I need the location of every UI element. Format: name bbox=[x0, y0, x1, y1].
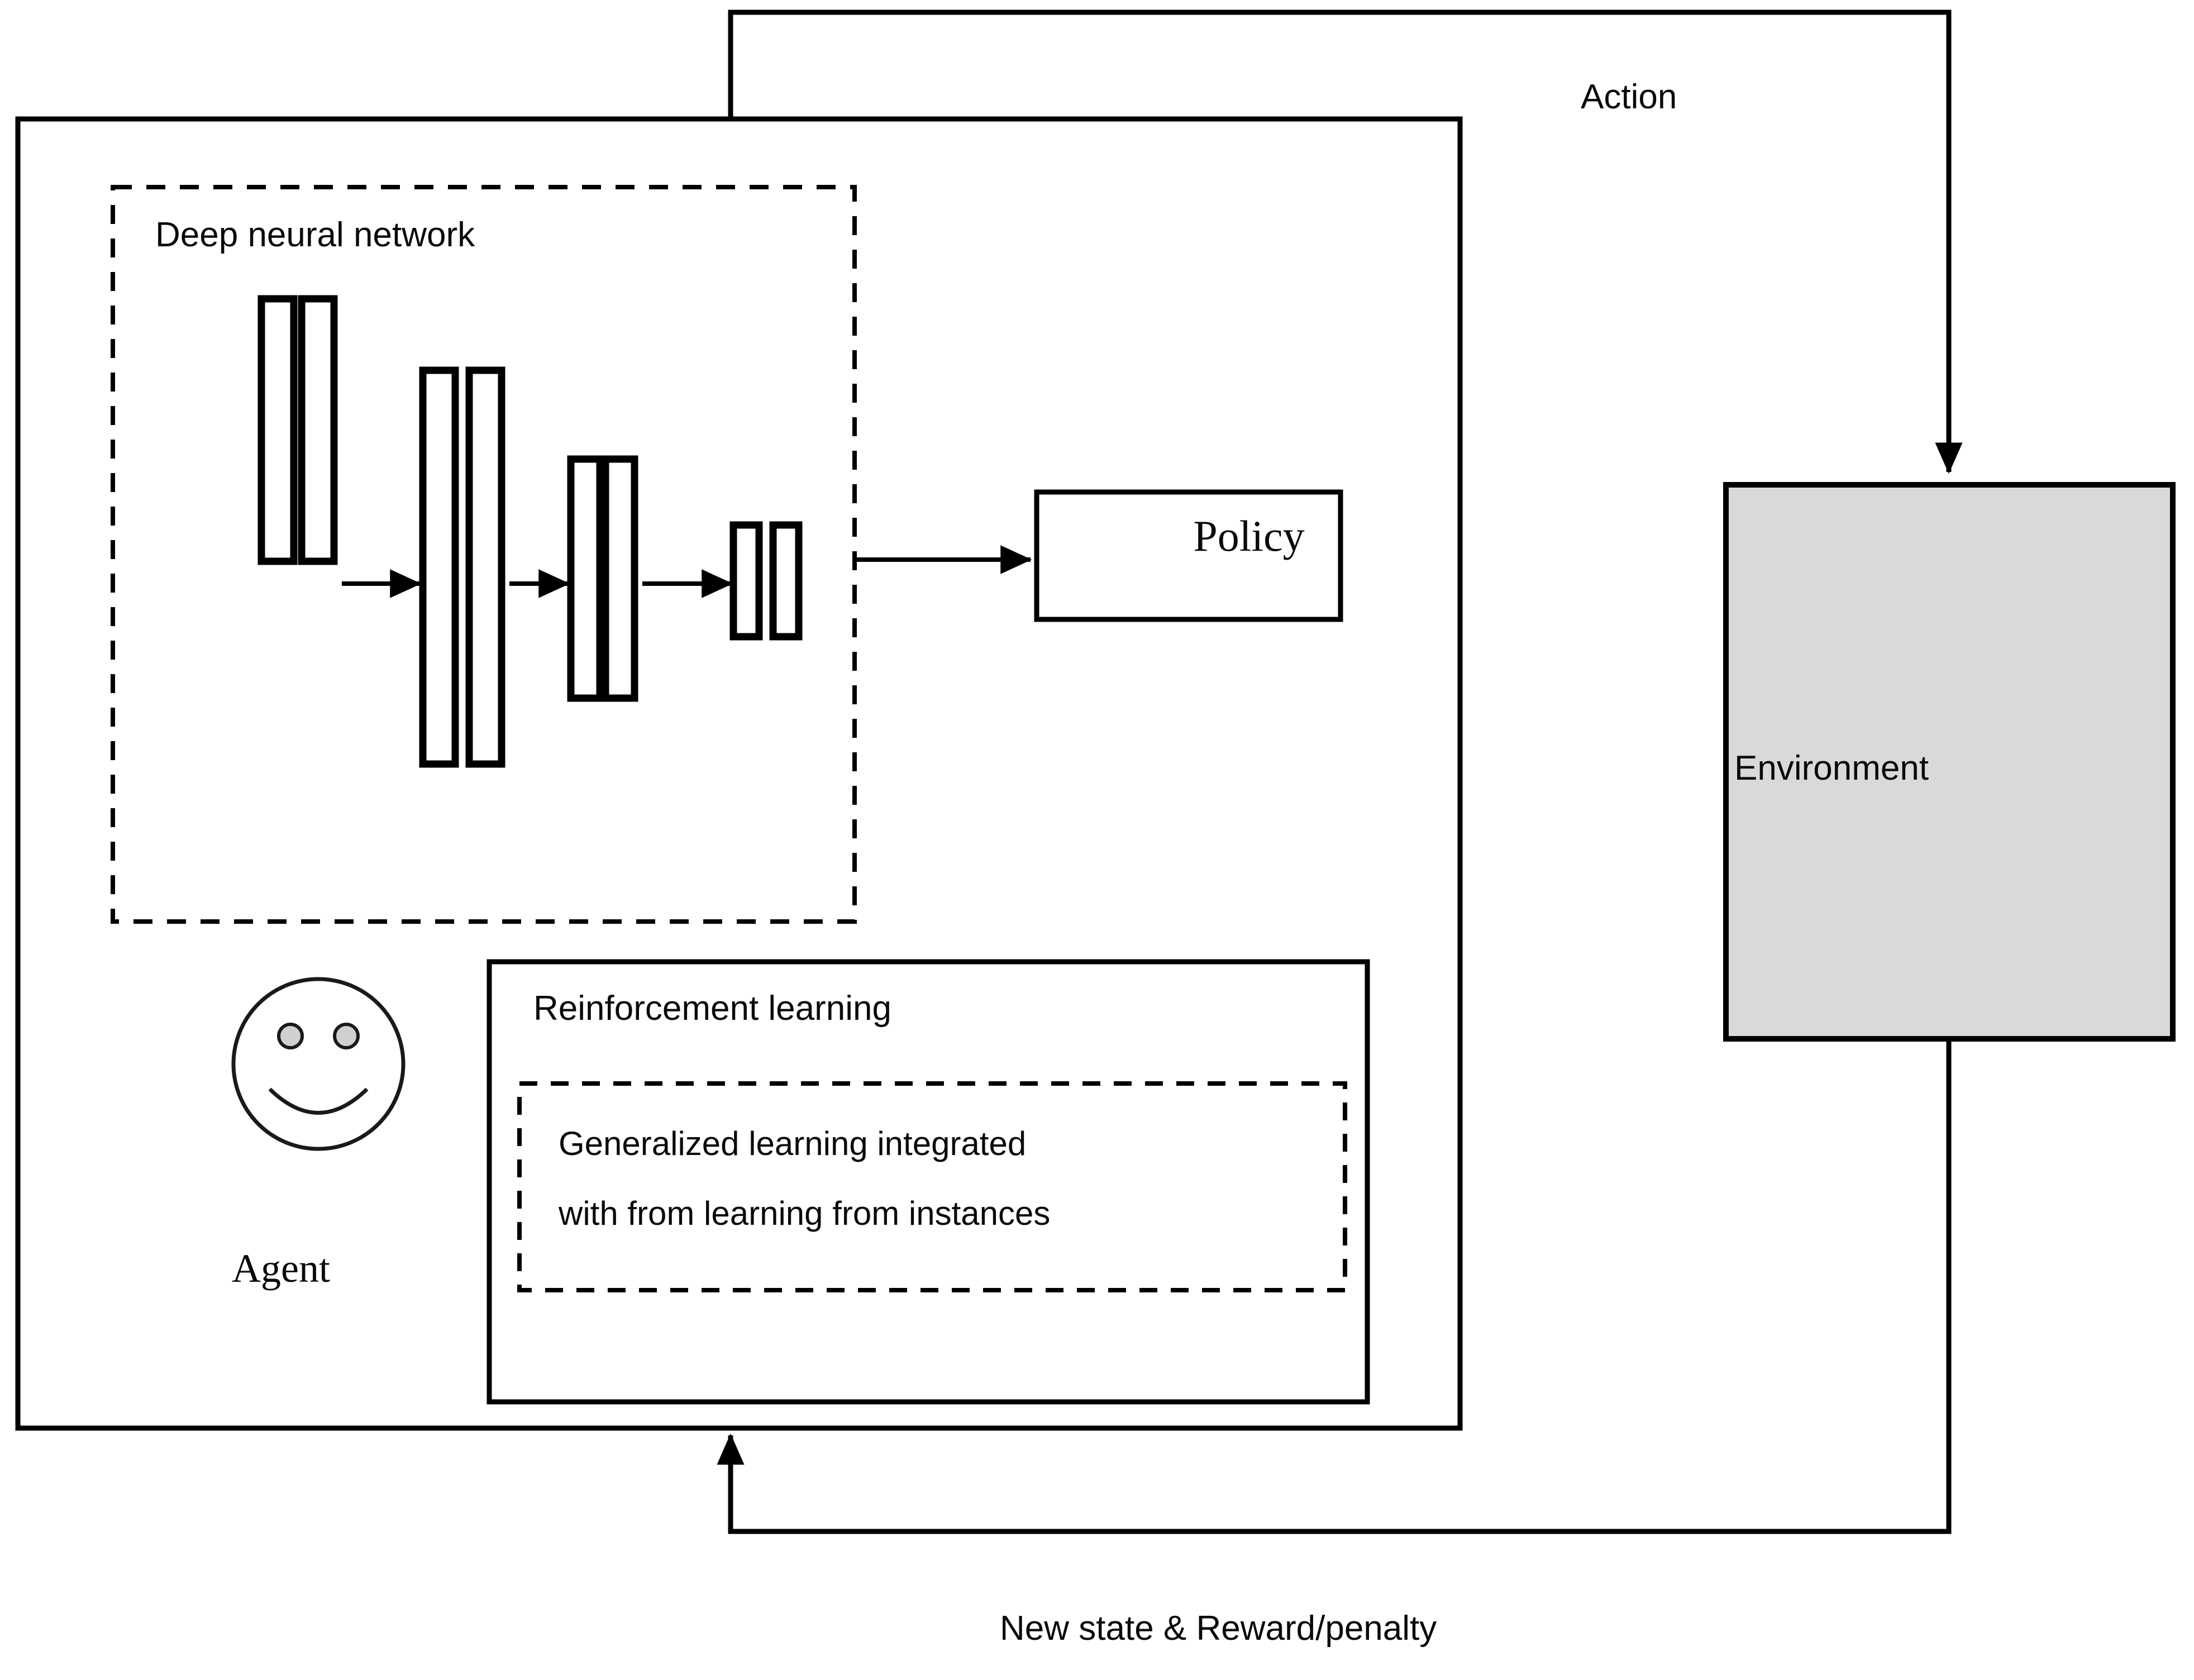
policy-label: Policy bbox=[1193, 512, 1305, 560]
generalized-learning-line-2: with from learning from instances bbox=[559, 1195, 1051, 1232]
deep-neural-network-panel bbox=[111, 185, 857, 924]
environment-label: Environment bbox=[1734, 749, 1929, 787]
nn-layer-1 bbox=[257, 295, 338, 565]
generalized-learning-text: Generalized learning integrated with fro… bbox=[559, 1109, 1310, 1248]
smiley-face-icon bbox=[231, 977, 406, 1151]
deep-neural-network-label: Deep neural network bbox=[155, 216, 475, 254]
reinforcement-learning-label: Reinforcement learning bbox=[533, 989, 892, 1028]
nn-layer-2 bbox=[419, 366, 505, 768]
action-edge-label: Action bbox=[1581, 78, 1677, 116]
nn-layer-3 bbox=[567, 455, 638, 702]
agent-label: Agent bbox=[232, 1246, 330, 1291]
feedback-edge-label: New state & Reward/penalty bbox=[1000, 1609, 1437, 1648]
action-edge bbox=[728, 9, 1963, 474]
nn-layer-4 bbox=[729, 521, 803, 641]
generalized-learning-line-1: Generalized learning integrated bbox=[559, 1125, 1027, 1162]
